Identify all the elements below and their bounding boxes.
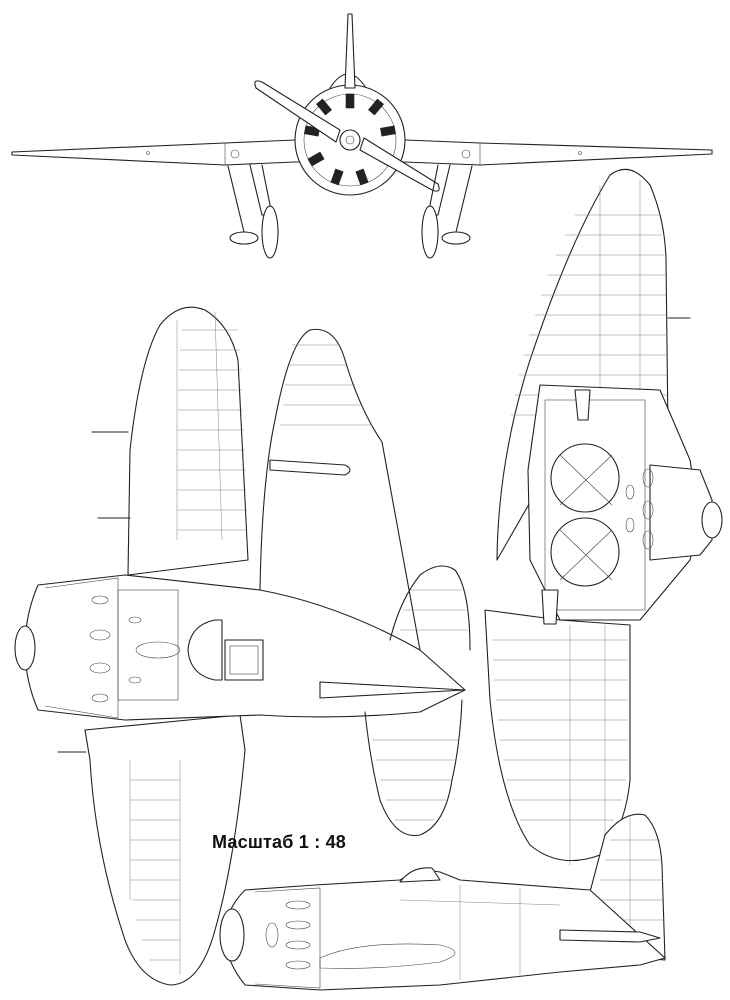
underside-view [484, 168, 723, 865]
side-view [219, 813, 666, 991]
front-view [11, 13, 713, 259]
top-view [14, 306, 471, 986]
scale-label: Масштаб 1 : 48 [212, 832, 347, 852]
